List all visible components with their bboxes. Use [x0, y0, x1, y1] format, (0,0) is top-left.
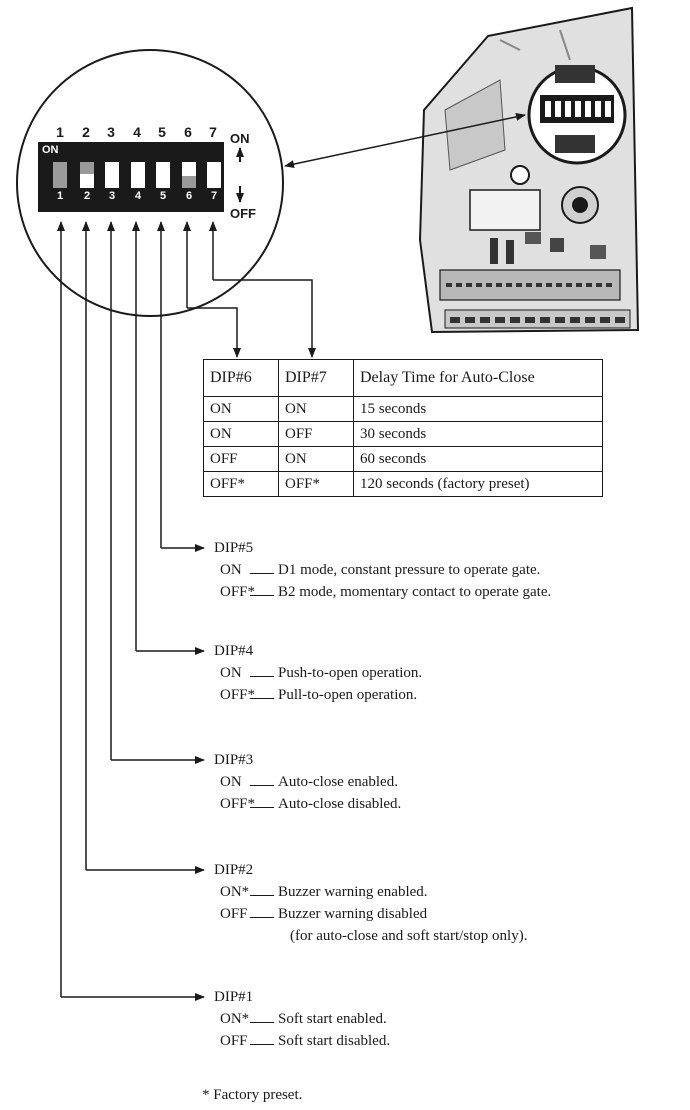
double-arrow	[284, 112, 526, 169]
table-row: OFF* OFF* 120 seconds (factory preset)	[203, 471, 603, 497]
switch-label: 2	[83, 190, 91, 202]
setting-on-row: ON D1 mode, constant pressure to operate …	[214, 559, 551, 581]
table-cell: 15 seconds	[353, 396, 603, 422]
off-label: OFF*	[220, 796, 256, 812]
table-cell: OFF*	[203, 471, 279, 497]
on-description: Auto-close enabled.	[278, 774, 398, 790]
table-header-cell: DIP#6	[203, 359, 279, 397]
off-description: Pull-to-open operation.	[278, 687, 418, 703]
dip-switch-sliders	[53, 162, 221, 188]
on-description: Buzzer warning enabled.	[278, 884, 428, 900]
off-label: OFF*	[220, 687, 256, 703]
side-off-label: OFF	[230, 206, 256, 221]
table-header-cell: Delay Time for Auto-Close	[353, 359, 603, 397]
switch-label: 7	[210, 190, 218, 202]
setting-on-row: ON Push-to-open operation.	[214, 662, 422, 684]
setting-off-row: OFF* Pull-to-open operation.	[214, 684, 422, 706]
on-label: ON	[220, 665, 242, 681]
off-description: Buzzer warning disabled	[278, 906, 428, 922]
table-cell: ON	[278, 396, 354, 422]
dip5-setting: DIP#5 ON D1 mode, constant pressure to op…	[214, 537, 551, 603]
setting-off-row: OFF* Auto-close disabled.	[214, 793, 401, 815]
setting-off-row: OFF Buzzer warning disabled	[214, 903, 527, 925]
switch-label: 6	[185, 190, 193, 202]
setting-title: DIP#4	[214, 643, 254, 659]
footnote: * Factory preset.	[202, 1087, 303, 1103]
off-description: Auto-close disabled.	[278, 796, 402, 812]
table-cell: 120 seconds (factory preset)	[353, 471, 603, 497]
off-description-continued: (for auto-close and soft start/stop only…	[290, 928, 528, 944]
table-cell: ON	[278, 446, 354, 472]
on-label: ON*	[220, 1011, 250, 1027]
table-row: ON ON 15 seconds	[203, 396, 603, 422]
switch-number: 4	[133, 124, 141, 140]
leader-lines	[57, 221, 316, 1001]
setting-on-row: ON Auto-close enabled.	[214, 771, 401, 793]
setting-title: DIP#5	[214, 540, 254, 556]
off-description: B2 mode, momentary contact to operate ga…	[278, 584, 552, 600]
switch-number: 5	[158, 124, 166, 140]
dip3-setting: DIP#3 ON Auto-close enabled. OFF* Auto-clo…	[214, 749, 401, 815]
setting-off-row: OFF Soft start disabled.	[214, 1030, 390, 1052]
side-on-label: ON	[230, 131, 250, 146]
table-cell: OFF	[278, 421, 354, 447]
on-description: D1 mode, constant pressure to operate ga…	[278, 562, 541, 578]
on-description: Soft start enabled.	[278, 1011, 387, 1027]
on-label: ON	[220, 774, 242, 790]
switch-label: 1	[56, 190, 64, 202]
switch-number: 2	[82, 124, 90, 140]
setting-title: DIP#2	[214, 862, 254, 878]
switch-label: 4	[134, 190, 142, 202]
table-header-row: DIP#6 DIP#7 Delay Time for Auto-Close	[203, 359, 603, 397]
table-cell: ON	[203, 421, 279, 447]
switch-on-label: ON	[42, 144, 59, 156]
table-row: ON OFF 30 seconds	[203, 421, 603, 447]
table-cell: OFF*	[278, 471, 354, 497]
switch-number: 7	[209, 124, 217, 140]
table-header-cell: DIP#7	[278, 359, 354, 397]
circuit-board-illustration	[418, 6, 640, 334]
setting-title: DIP#3	[214, 752, 254, 768]
dip2-setting: DIP#2 ON* Buzzer warning enabled. OFF Buzz…	[214, 859, 527, 947]
setting-on-row: ON* Soft start enabled.	[214, 1008, 390, 1030]
dip1-setting: DIP#1 ON* Soft start enabled. OFF Soft sta…	[214, 986, 390, 1052]
switch-label: 3	[108, 190, 116, 202]
table-cell: ON	[203, 396, 279, 422]
switch-label: 5	[159, 190, 167, 202]
off-label: OFF	[220, 906, 248, 922]
setting-off-row: OFF* B2 mode, momentary contact to operat…	[214, 581, 551, 603]
board-zoom-circle	[527, 65, 627, 165]
switch-number: 6	[184, 124, 192, 140]
table-cell: 30 seconds	[353, 421, 603, 447]
dip4-setting: DIP#4 ON Push-to-open operation. OFF* Pull…	[214, 640, 422, 706]
off-label: OFF*	[220, 584, 256, 600]
on-label: ON*	[220, 884, 250, 900]
table-cell: OFF	[203, 446, 279, 472]
table-cell: 60 seconds	[353, 446, 603, 472]
off-description: Soft start disabled.	[278, 1033, 391, 1049]
on-description: Push-to-open operation.	[278, 665, 423, 681]
switch-number: 1	[56, 124, 64, 140]
setting-title: DIP#1	[214, 989, 254, 1005]
table-row: OFF ON 60 seconds	[203, 446, 603, 472]
switch-number: 3	[107, 124, 115, 140]
setting-on-row: ON* Buzzer warning enabled.	[214, 881, 527, 903]
on-label: ON	[220, 562, 242, 578]
delay-time-table: DIP#6 DIP#7 Delay Time for Auto-Close ON…	[203, 359, 603, 497]
off-label: OFF	[220, 1033, 248, 1049]
